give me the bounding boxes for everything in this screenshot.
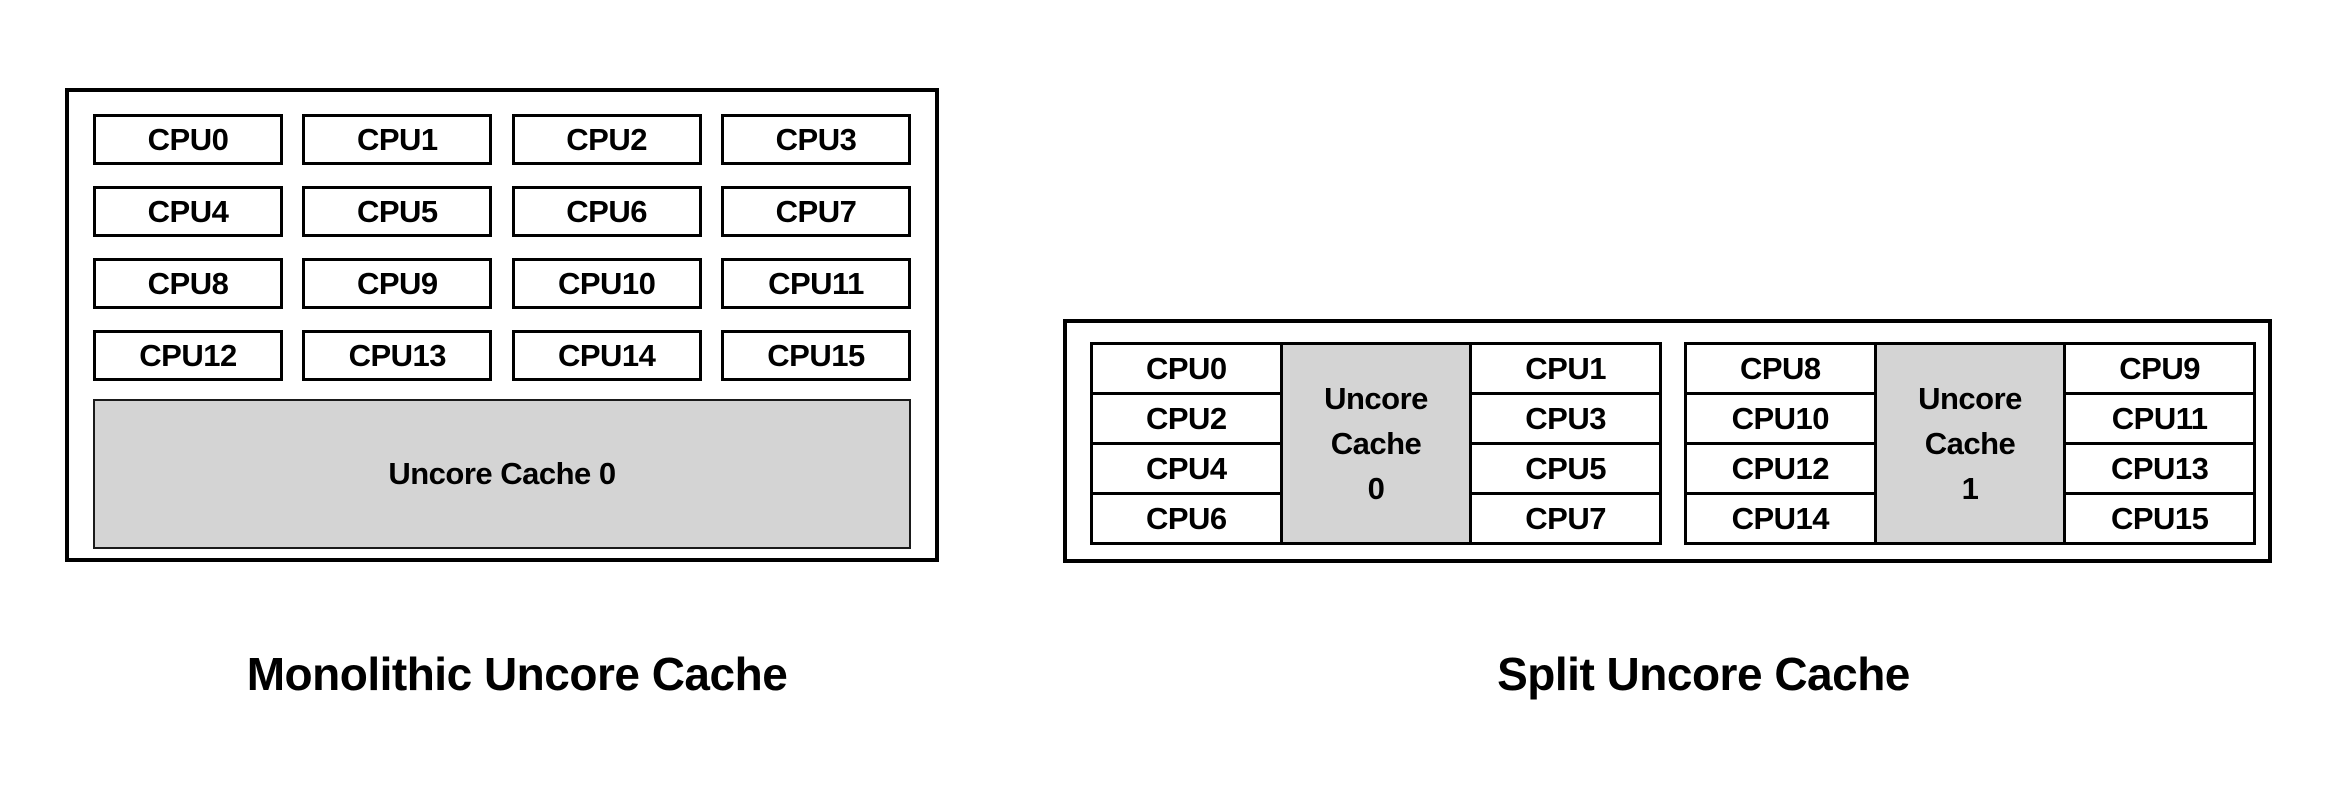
cpu-cell: CPU12	[93, 330, 283, 381]
table-row: CPU4 CPU5	[1090, 442, 1662, 495]
cpu-cell: CPU7	[1469, 492, 1662, 545]
cpu-cell: CPU11	[2063, 392, 2256, 445]
cpu-cell: CPU2	[511, 114, 702, 165]
split-uncore-diagram: CPU0 Uncore Cache 0 CPU1 CPU2 CPU3 CPU4 …	[1063, 319, 2272, 563]
cache-label-line: Cache	[1330, 426, 1422, 461]
cpu-cell: CPU15	[2063, 492, 2256, 545]
cpu-cell: CPU3	[720, 114, 911, 165]
split-cluster-0: CPU0 Uncore Cache 0 CPU1 CPU2 CPU3 CPU4 …	[1090, 342, 1662, 545]
cpu-cell: CPU10	[1684, 392, 1877, 445]
monolithic-cpu-grid: CPU0 CPU1 CPU2 CPU3 CPU4 CPU5 CPU6 CPU7 …	[93, 114, 911, 381]
cpu-cell: CPU6	[1090, 492, 1283, 545]
cpu-cell: CPU5	[1469, 442, 1662, 495]
cache-label-line: 0	[1367, 471, 1385, 506]
cache-label-line: 1	[1961, 471, 1979, 506]
cpu-cell: CPU13	[2063, 442, 2256, 495]
cpu-cell: CPU4	[93, 186, 283, 237]
cpu-cell: CPU0	[1090, 342, 1283, 395]
table-row: CPU14 CPU15	[1684, 492, 2256, 545]
cpu-cell: CPU14	[1684, 492, 1877, 545]
cpu-cell: CPU15	[720, 330, 911, 381]
table-row: CPU6 CPU7	[1090, 492, 1662, 545]
cpu-cell: CPU7	[720, 186, 911, 237]
cpu-cell: CPU8	[93, 258, 283, 309]
cpu-cell: CPU4	[1090, 442, 1283, 495]
cpu-cell: CPU10	[511, 258, 702, 309]
cpu-cell: CPU8	[1684, 342, 1877, 395]
cache-label-line: Uncore	[1324, 381, 1428, 416]
table-row: CPU8 Uncore Cache 1 CPU9	[1684, 342, 2256, 545]
cpu-cell: CPU9	[2063, 342, 2256, 395]
cpu-cell: CPU1	[1469, 342, 1662, 395]
cpu-cell: CPU1	[302, 114, 493, 165]
split-cluster-1: CPU8 Uncore Cache 1 CPU9 CPU10 CPU11 CPU…	[1684, 342, 2256, 545]
cpu-cell: CPU0	[93, 114, 283, 165]
monolithic-diagram-caption: Monolithic Uncore Cache	[246, 648, 788, 700]
cpu-cell: CPU2	[1090, 392, 1283, 445]
cpu-cell: CPU11	[720, 258, 911, 309]
table-row: CPU0 Uncore Cache 0 CPU1	[1090, 342, 1662, 545]
cache-label-line: Uncore	[1918, 381, 2022, 416]
monolithic-uncore-diagram: CPU0 CPU1 CPU2 CPU3 CPU4 CPU5 CPU6 CPU7 …	[65, 88, 939, 562]
cpu-cell: CPU14	[511, 330, 702, 381]
uncore-cache-0-box: Uncore Cache 0	[93, 399, 911, 549]
cpu-cell: CPU3	[1469, 392, 1662, 445]
cpu-cell: CPU5	[302, 186, 493, 237]
cache-label-line: Cache	[1924, 426, 2016, 461]
table-row: CPU2 CPU3	[1090, 392, 1662, 445]
cpu-cell: CPU6	[511, 186, 702, 237]
split-diagram-caption: Split Uncore Cache	[1497, 648, 1910, 700]
table-row: CPU12 CPU13	[1684, 442, 2256, 495]
uncore-cache-0-cell: Uncore Cache 0	[1279, 342, 1473, 545]
cpu-cell: CPU9	[302, 258, 493, 309]
cpu-cell: CPU13	[302, 330, 493, 381]
uncore-cache-1-cell: Uncore Cache 1	[1873, 342, 2067, 545]
cpu-cell: CPU12	[1684, 442, 1877, 495]
table-row: CPU10 CPU11	[1684, 392, 2256, 445]
